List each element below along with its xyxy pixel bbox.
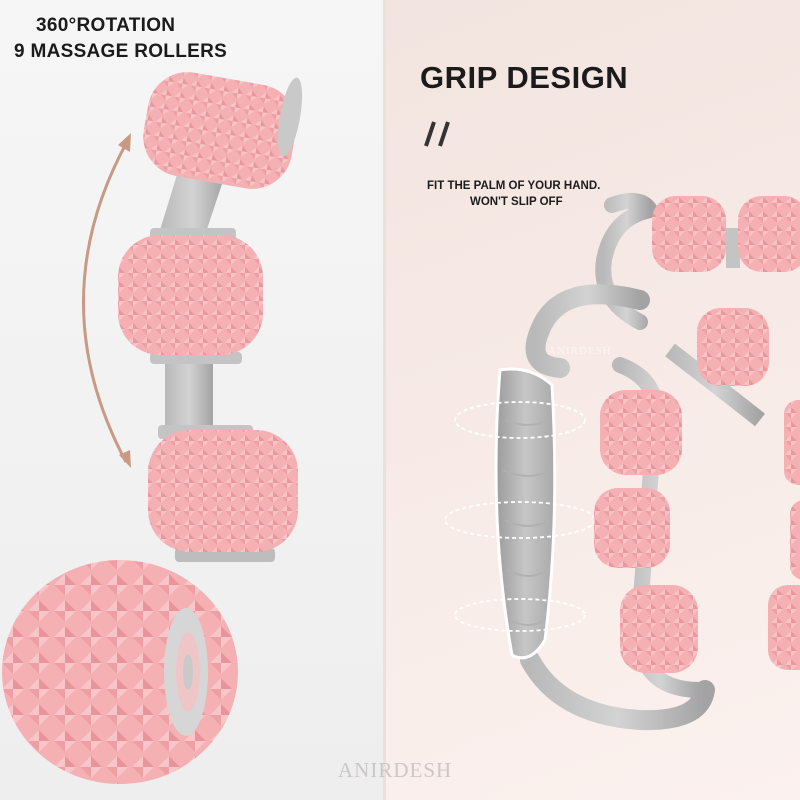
massage-roller-top [143,72,303,189]
roller-closeup [2,560,238,784]
massage-roller-right [594,196,800,673]
grip-caption-line1: FIT THE PALM OF YOUR HAND. [427,180,601,192]
grip-handle [494,367,557,660]
slash-mark-icon [424,121,450,147]
massage-roller-middle [118,235,263,355]
brand-watermark: ANIRDESH [338,758,453,782]
rollers-headline: 9 MASSAGE ROLLERS [14,41,228,62]
rotation-headline: 360°ROTATION [36,15,176,36]
grip-design-title: GRIP DESIGN [420,60,629,95]
rotation-arrow-icon [82,133,131,468]
massage-roller-bottom [148,430,298,552]
handle-watermark: ANIRDESH [548,345,612,357]
panel-divider [383,0,386,800]
grip-caption-line2: WON'T SLIP OFF [470,196,563,208]
